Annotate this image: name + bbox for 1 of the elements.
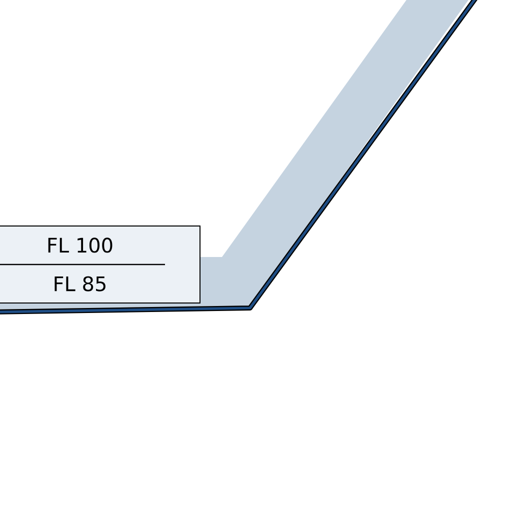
label-box: FL 100 FL 85 <box>0 226 200 304</box>
